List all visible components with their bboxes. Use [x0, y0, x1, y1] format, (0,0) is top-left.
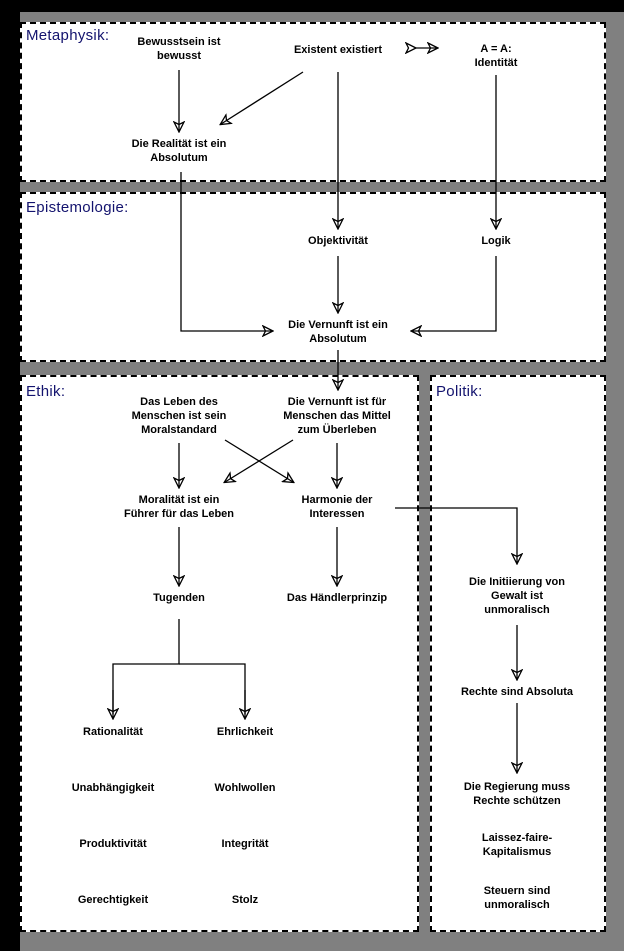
- node-harmonie: Harmonie der Interessen: [301, 494, 373, 520]
- node-integritaet: Integrität: [221, 838, 269, 850]
- node-objektivitaet: Objektivität: [308, 235, 368, 247]
- node-realitaet: Die Realität ist ein Absolutum: [131, 138, 227, 164]
- node-rationalitaet: Rationalität: [83, 726, 143, 738]
- node-vernunft-mittel: Die Vernunft ist für Menschen das Mittel…: [283, 396, 391, 436]
- node-existent: Existent existiert: [293, 44, 383, 56]
- panel-ethik: [20, 375, 419, 932]
- node-steuern: Steuern sind unmoralisch: [483, 885, 551, 911]
- node-leben: Das Leben des Menschen ist sein Moralsta…: [131, 396, 227, 436]
- node-gerechtigkeit: Gerechtigkeit: [77, 894, 149, 906]
- node-bewusstsein: Bewusstsein ist bewusst: [137, 36, 221, 62]
- node-ehrlichkeit: Ehrlichkeit: [216, 726, 274, 738]
- heading-politik: Politik:: [436, 383, 483, 400]
- node-laissez: Laissez-faire- Kapitalismus: [481, 832, 553, 858]
- panel-metaphysik: [20, 22, 606, 182]
- node-wohlwollen: Wohlwollen: [214, 782, 276, 794]
- panel-epistemologie: [20, 192, 606, 362]
- panel-politik: [430, 375, 606, 932]
- node-produktivitaet: Produktivität: [79, 838, 147, 850]
- heading-ethik: Ethik:: [26, 383, 66, 400]
- node-regierung: Die Regierung muss Rechte schützen: [463, 781, 571, 807]
- heading-metaphysik: Metaphysik:: [26, 27, 110, 44]
- node-stolz: Stolz: [231, 894, 259, 906]
- node-identitaet: A = A: Identität: [474, 43, 518, 69]
- node-haendlerprinzip: Das Händlerprinzip: [286, 592, 388, 604]
- node-unabhaengigkeit: Unabhängigkeit: [71, 782, 155, 794]
- node-vernunft-absolutum: Die Vernunft ist ein Absolutum: [288, 319, 388, 345]
- node-gewalt: Die Initiierung von Gewalt ist unmoralis…: [469, 576, 565, 616]
- heading-epistemologie: Epistemologie:: [26, 199, 129, 216]
- node-tugenden: Tugenden: [153, 592, 205, 604]
- node-logik: Logik: [481, 235, 511, 247]
- node-rechte: Rechte sind Absoluta: [460, 686, 574, 698]
- node-moralitaet: Moralität ist ein Führer für das Leben: [123, 494, 235, 520]
